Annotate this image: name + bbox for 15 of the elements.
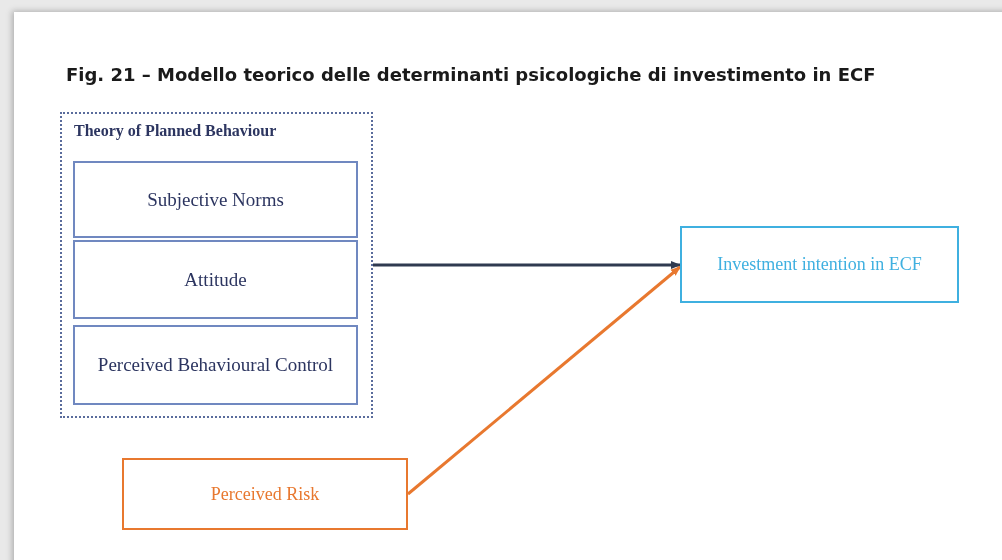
construct-label: Perceived Risk <box>209 482 321 506</box>
construct-label: Investment intention in ECF <box>716 253 923 277</box>
construct-box <box>122 458 408 530</box>
arrow <box>373 261 681 269</box>
construct-label: Perceived Behavioural Control <box>96 353 335 378</box>
construct-box <box>73 161 358 238</box>
figure-title: Fig. 21 – Modello teorico delle determinanti psicologiche di investimento in ECF <box>66 64 876 85</box>
group-heading: Theory of Planned Behaviour <box>74 122 277 140</box>
construct-label: Subjective Norms <box>146 187 285 212</box>
arrow <box>407 265 681 496</box>
group-box <box>60 112 373 418</box>
construct-box <box>73 240 358 319</box>
construct-box <box>73 325 358 405</box>
construct-label: Attitude <box>183 267 248 292</box>
construct-box <box>680 226 959 303</box>
